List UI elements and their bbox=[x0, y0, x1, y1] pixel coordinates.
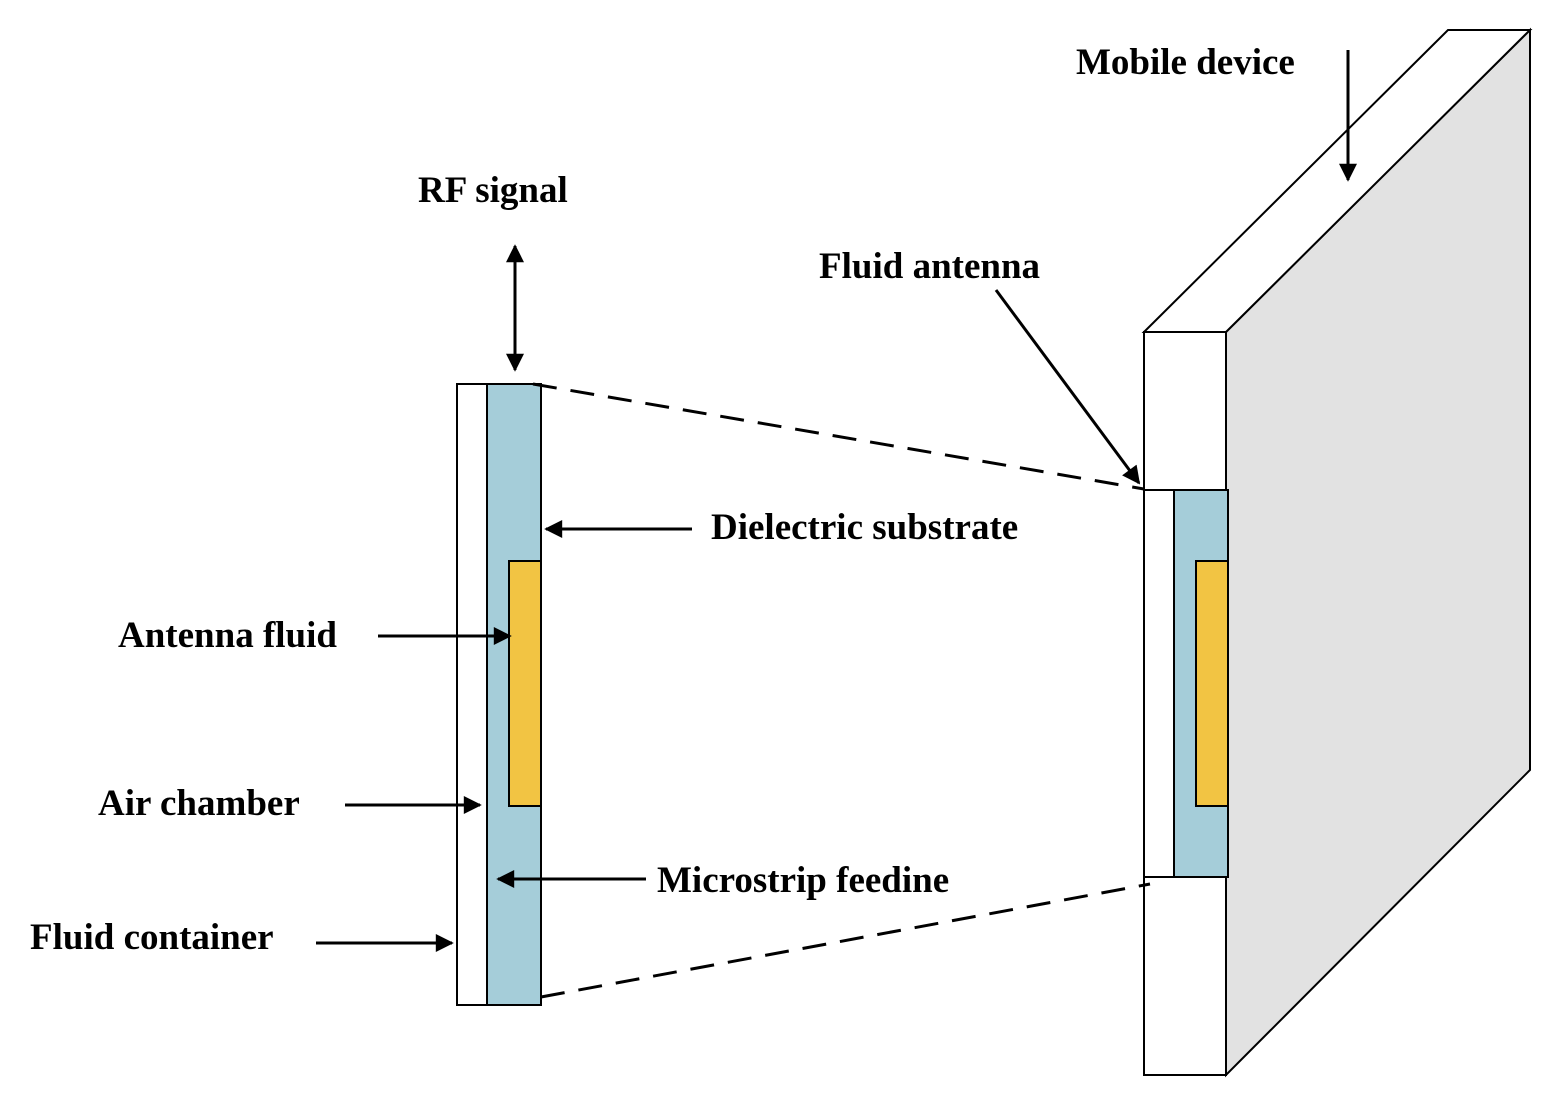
zoom-line-top bbox=[532, 382, 1145, 491]
antenna-fluid bbox=[508, 560, 542, 807]
label-rf-signal: RF signal bbox=[418, 170, 568, 211]
label-mobile-device: Mobile device bbox=[1076, 42, 1295, 83]
label-antenna-fluid: Antenna fluid bbox=[118, 615, 337, 656]
mobile-device-side-face bbox=[1225, 27, 1531, 1078]
fluid-antenna-arrow bbox=[994, 289, 1141, 485]
zoom-line-bottom bbox=[540, 882, 1151, 999]
mobile-device bbox=[1141, 27, 1533, 1078]
device-antenna-fluid bbox=[1195, 560, 1229, 807]
label-fluid-container: Fluid container bbox=[30, 917, 274, 958]
label-dielectric-substrate: Dielectric substrate bbox=[711, 507, 1019, 548]
fluid-container-wall bbox=[456, 383, 488, 1006]
device-antenna-container bbox=[1143, 489, 1175, 878]
label-air-chamber: Air chamber bbox=[98, 783, 300, 824]
fluid-antenna-detail bbox=[456, 383, 542, 1006]
label-fluid-antenna: Fluid antenna bbox=[819, 246, 1041, 287]
label-microstrip-feedline: Microstrip feedine bbox=[657, 860, 950, 901]
